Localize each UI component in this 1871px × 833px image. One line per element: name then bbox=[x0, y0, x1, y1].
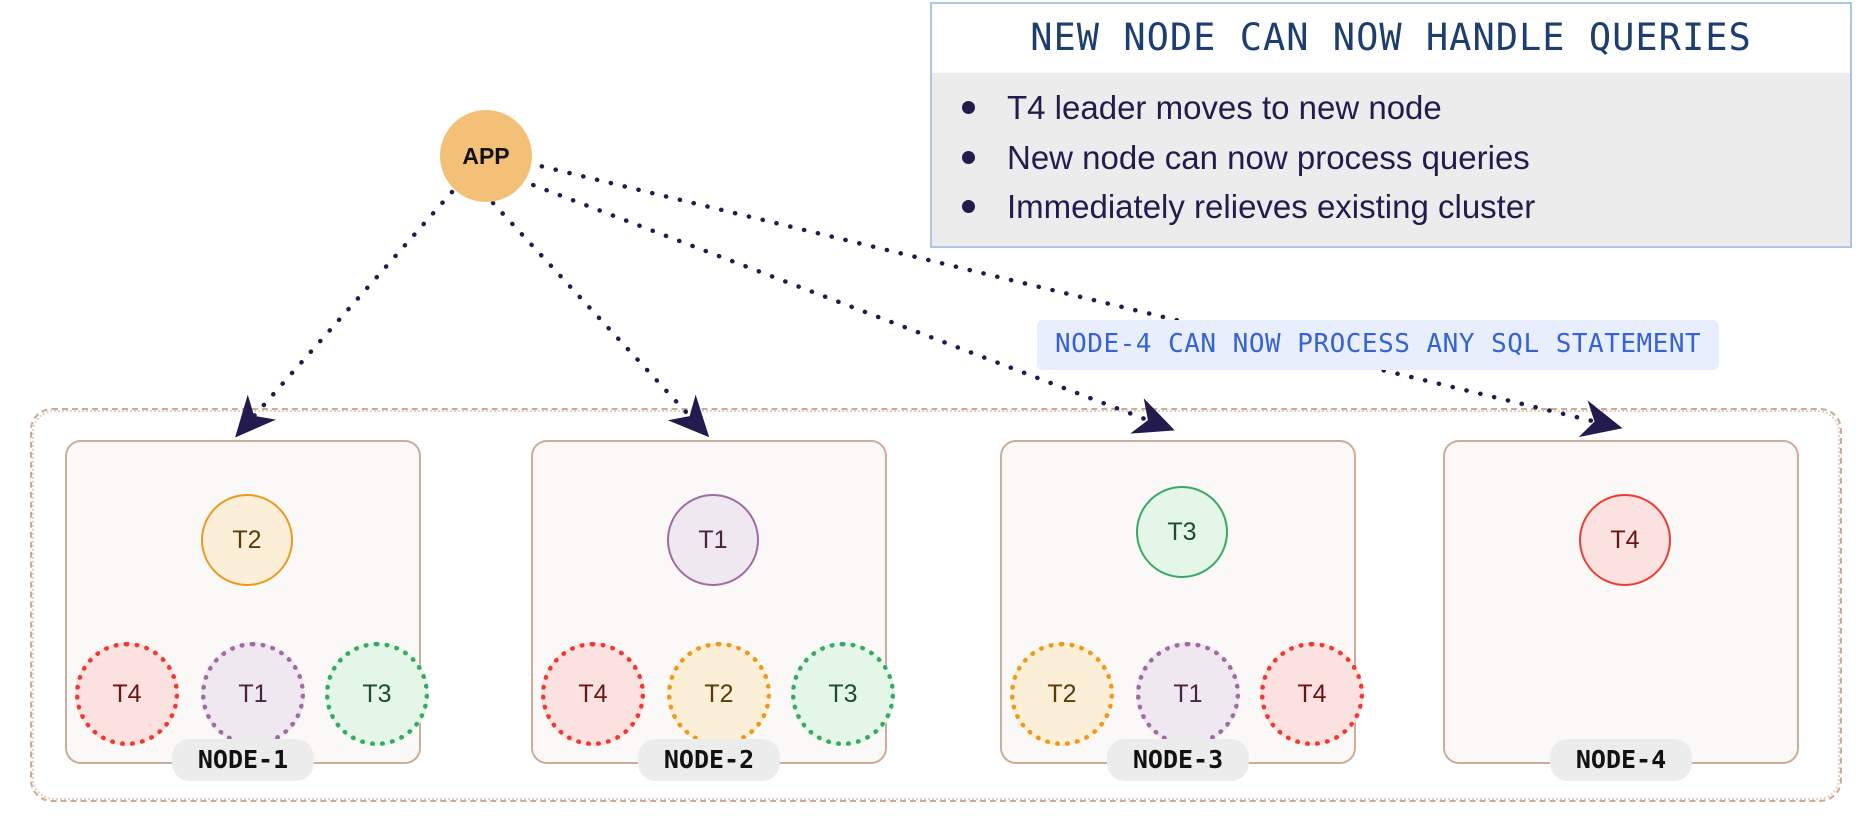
list-item: Immediately relieves existing cluster bbox=[932, 182, 1850, 232]
replica-label: T3 bbox=[1167, 517, 1197, 546]
follower-replica-t2: T2 bbox=[1010, 642, 1114, 746]
replica-label: T3 bbox=[828, 679, 858, 708]
callout-bullet-text: New node can now process queries bbox=[1007, 138, 1530, 176]
bullet-icon bbox=[962, 200, 975, 214]
app-node: APP bbox=[440, 110, 532, 202]
callout-bullet-text: Immediately relieves existing cluster bbox=[1007, 188, 1536, 226]
note-banner: NODE-4 CAN NOW PROCESS ANY SQL STATEMENT bbox=[1037, 320, 1720, 370]
replica-label: T2 bbox=[704, 679, 734, 708]
replica-label: T1 bbox=[238, 679, 268, 708]
node-label-badge: NODE-4 bbox=[1549, 739, 1693, 781]
app-node-label: APP bbox=[462, 142, 510, 169]
callout-bullet-text: T4 leader moves to new node bbox=[1007, 89, 1442, 126]
follower-replica-t1: T1 bbox=[1136, 642, 1240, 746]
replica-label: T2 bbox=[1047, 679, 1077, 708]
node-label-badge: NODE-3 bbox=[1106, 739, 1250, 781]
follower-replica-t4: T4 bbox=[75, 642, 179, 746]
replica-label: T1 bbox=[698, 525, 728, 554]
follower-replica-t4: T4 bbox=[1260, 642, 1364, 746]
bullet-icon bbox=[962, 101, 975, 115]
leader-replica-t1: T1 bbox=[667, 494, 759, 586]
list-item: New node can now process queries bbox=[932, 133, 1850, 183]
replica-label: T4 bbox=[1297, 679, 1327, 708]
info-callout: NEW NODE CAN NOW HANDLE QUERIES T4 leade… bbox=[930, 2, 1852, 248]
replica-label: T4 bbox=[1610, 525, 1640, 554]
replica-label: T1 bbox=[1173, 679, 1203, 708]
replica-label: T2 bbox=[232, 525, 262, 554]
callout-bullet-list: T4 leader moves to new node New node can… bbox=[932, 73, 1850, 246]
follower-replica-t3: T3 bbox=[325, 642, 429, 746]
bullet-icon bbox=[962, 150, 975, 164]
callout-title: NEW NODE CAN NOW HANDLE QUERIES bbox=[932, 4, 1850, 73]
leader-replica-t4: T4 bbox=[1579, 494, 1671, 586]
follower-replica-t4: T4 bbox=[541, 642, 645, 746]
connector-app-node-2 bbox=[490, 200, 710, 438]
follower-replica-t2: T2 bbox=[667, 642, 771, 746]
connector-app-node-1 bbox=[235, 189, 455, 438]
follower-replica-t1: T1 bbox=[201, 642, 305, 746]
node-label-badge: NODE-2 bbox=[637, 739, 781, 781]
replica-label: T4 bbox=[112, 679, 142, 708]
follower-replica-t3: T3 bbox=[791, 642, 895, 746]
list-item: T4 leader moves to new node bbox=[932, 83, 1850, 133]
node-label-badge: NODE-1 bbox=[171, 739, 315, 781]
leader-replica-t3: T3 bbox=[1136, 486, 1228, 578]
replica-label: T4 bbox=[578, 679, 608, 708]
replica-label: T3 bbox=[362, 679, 392, 708]
leader-replica-t2: T2 bbox=[201, 494, 293, 586]
